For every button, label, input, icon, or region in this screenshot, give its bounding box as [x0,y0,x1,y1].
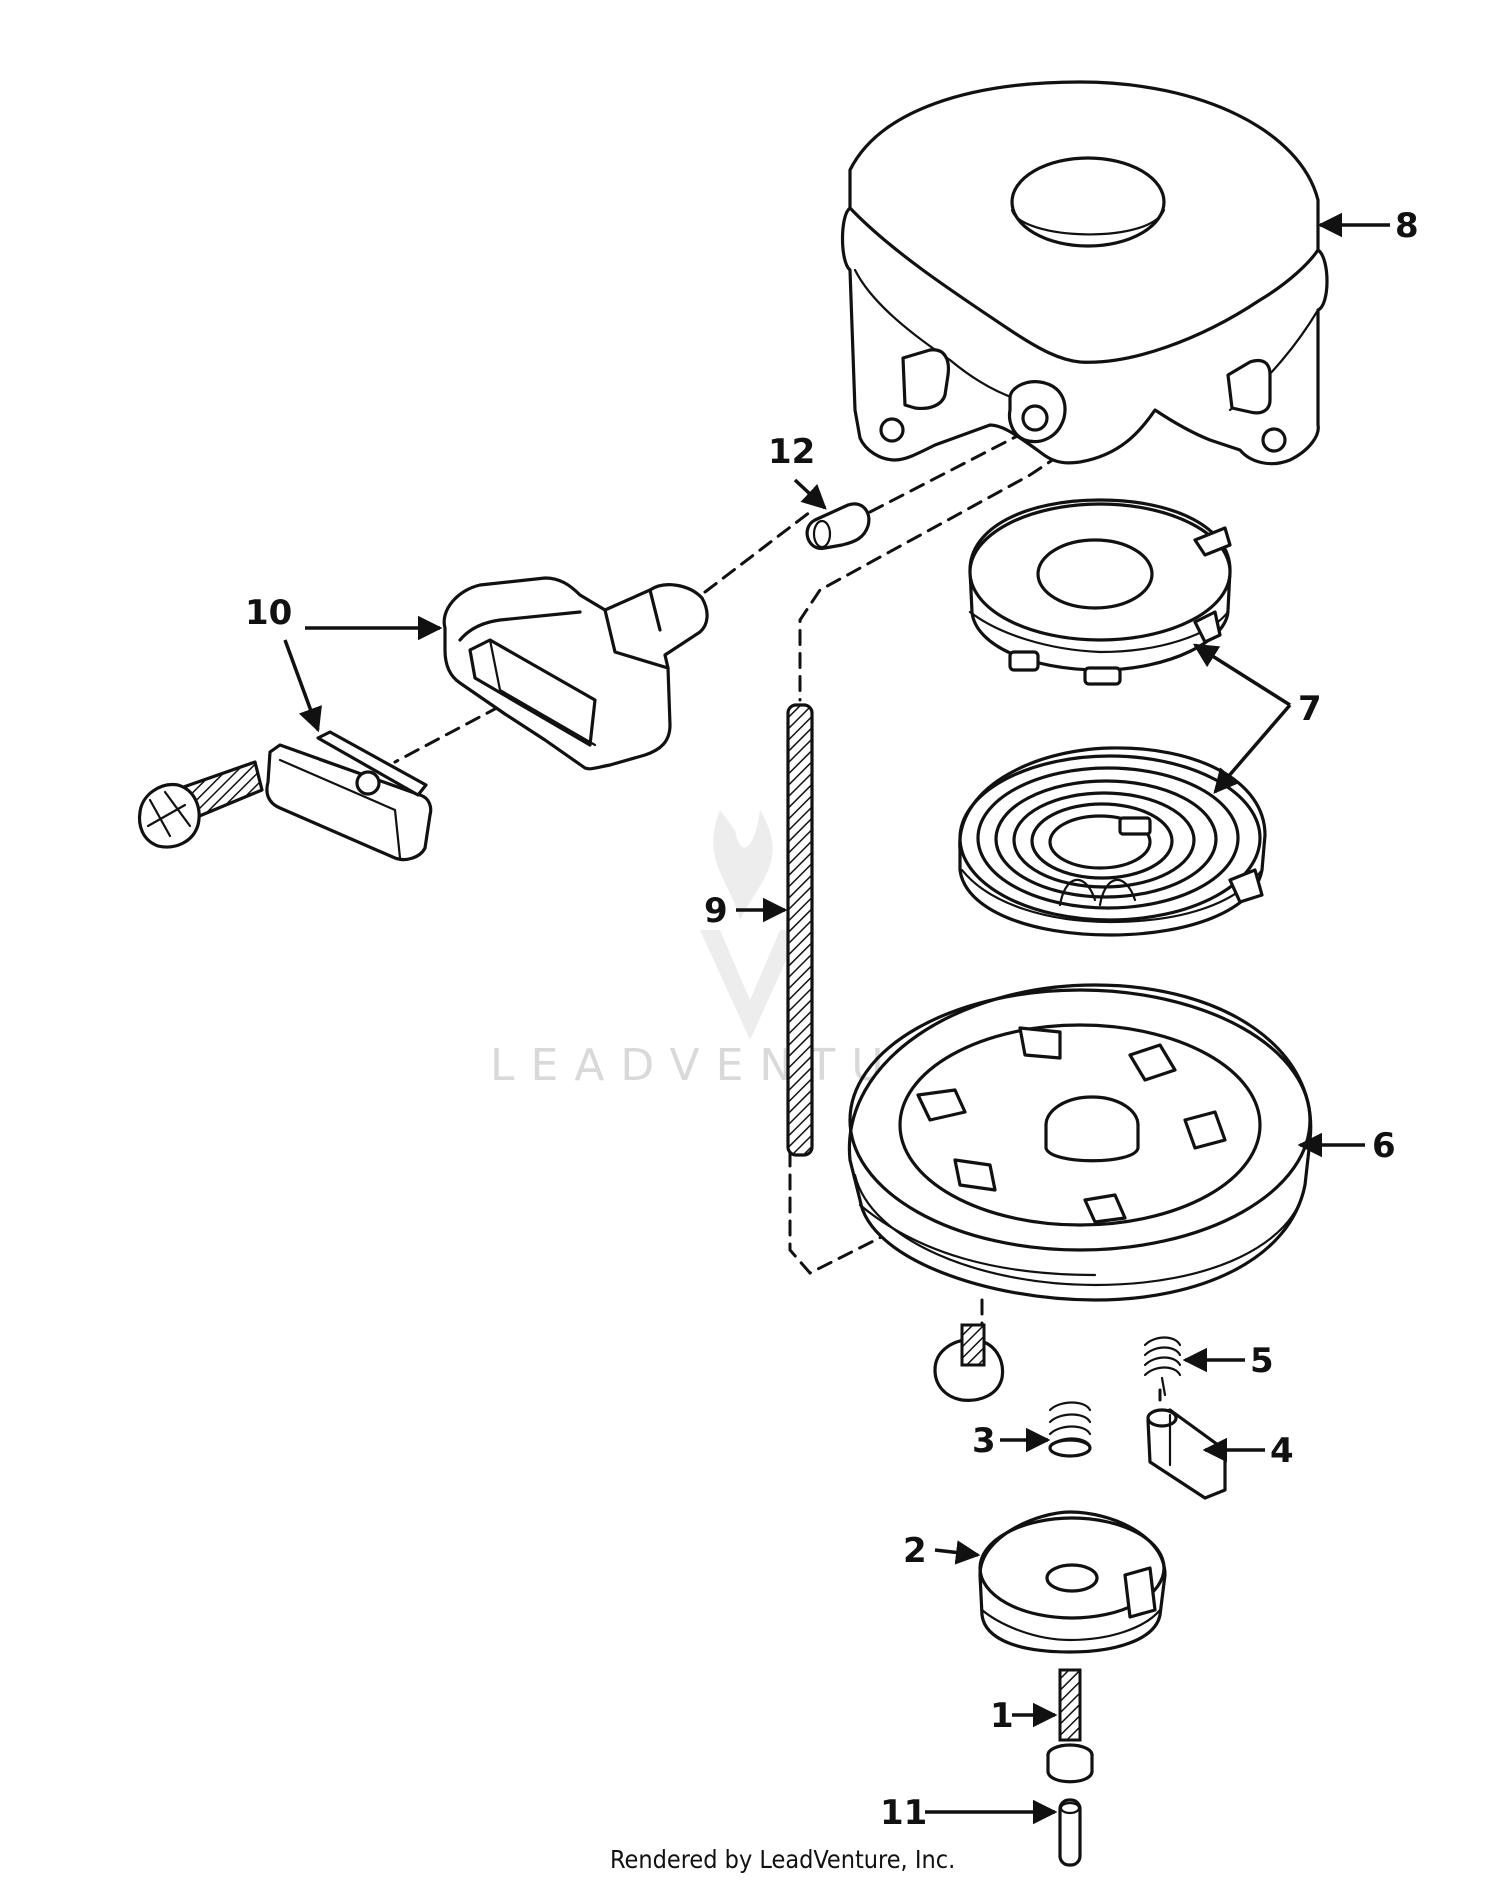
part-10-handle-insert [265,730,433,862]
part-7-rewind-spring [958,746,1267,937]
part-7-spring-cup [968,498,1232,686]
callout-labels: 8 12 10 7 9 6 5 3 4 2 1 11 [245,206,1419,1833]
part-retainer-screw [933,1323,1005,1402]
callout-1: 1 [990,1696,1014,1736]
callout-12: 12 [768,432,815,472]
watermark-logo [700,810,800,1040]
callout-8: 8 [1395,206,1419,246]
part-8-starter-housing [840,80,1329,466]
callout-10: 10 [245,593,292,633]
part-1-shoulder-screw [1046,1668,1094,1784]
callout-7: 7 [1298,689,1322,729]
part-11-pin [1058,1798,1082,1867]
leader-lines [283,212,1390,1825]
callout-4: 4 [1270,1431,1294,1471]
callout-9: 9 [704,891,728,931]
footer-rendered-by: Rendered by LeadVenture, Inc. [610,1845,955,1874]
part-3-brake-spring [1048,1401,1092,1458]
part-4-pawl [1146,1408,1227,1500]
callout-3: 3 [972,1421,996,1461]
part-10-starter-handle [442,576,709,771]
callout-11: 11 [880,1793,927,1833]
callout-2: 2 [903,1531,927,1571]
part-12-rope-bushing [805,502,871,550]
callout-6: 6 [1372,1126,1396,1166]
part-2-retainer-cup [978,1510,1167,1654]
part-9-starter-rope [786,703,814,1157]
part-5-pawl-spring [1143,1336,1182,1397]
part-6-pulley [847,983,1313,1302]
callout-5: 5 [1250,1341,1274,1381]
part-10-handle-screw [137,760,264,849]
